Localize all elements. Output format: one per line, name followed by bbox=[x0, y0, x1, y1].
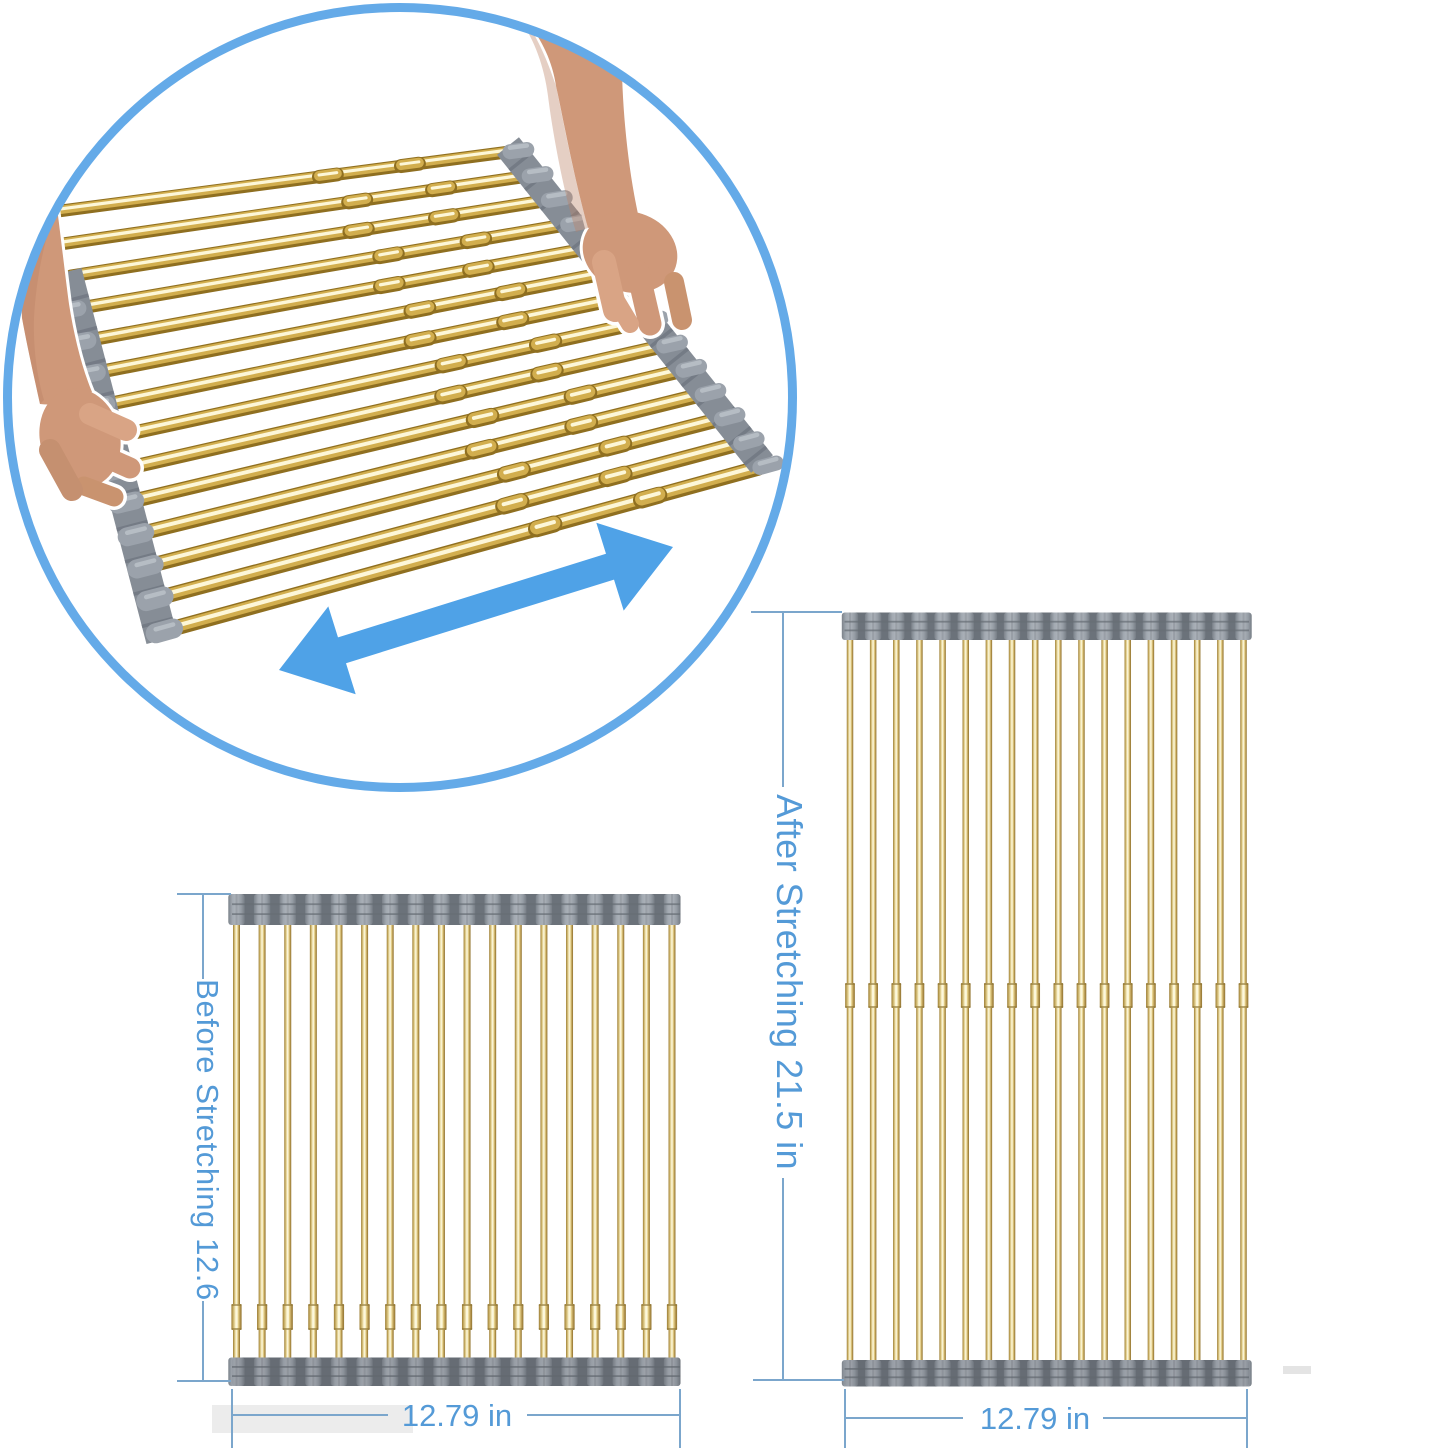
svg-text:After Stretching 21.5 in: After Stretching 21.5 in bbox=[769, 794, 810, 1170]
svg-text:Before Stretching 12.6: Before Stretching 12.6 bbox=[190, 979, 225, 1301]
svg-text:12.79 in: 12.79 in bbox=[402, 1398, 512, 1433]
svg-text:12.79 in: 12.79 in bbox=[980, 1401, 1090, 1436]
